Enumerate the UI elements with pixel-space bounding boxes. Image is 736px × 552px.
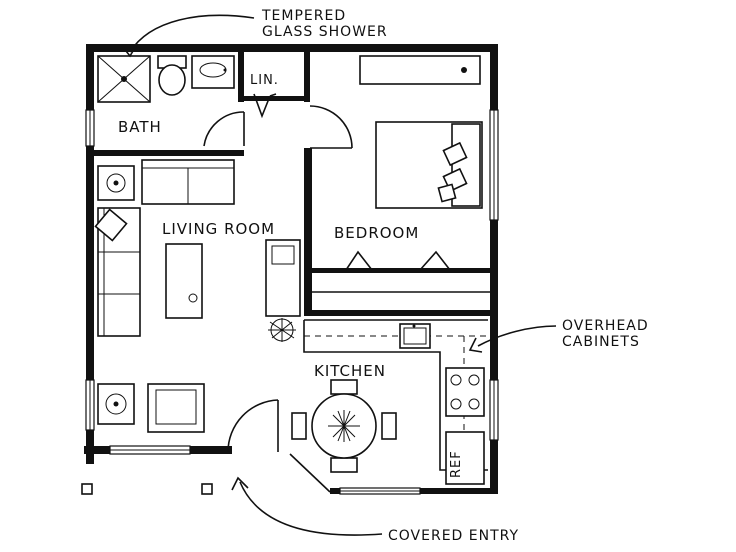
porch-post	[201, 483, 213, 495]
kitchen: REF KITCHEN	[291, 319, 488, 485]
living-room: LIVING ROOM	[94, 159, 301, 433]
annotation-cabinets-line1: OVERHEAD	[562, 318, 649, 334]
toilet-bowl	[158, 64, 186, 96]
annotation-entry-text: COVERED ENTRY	[388, 528, 519, 544]
windows	[85, 109, 499, 495]
bath-sink	[191, 55, 235, 89]
room-label-bedroom: BEDROOM	[334, 224, 419, 242]
room-label-kitchen: KITCHEN	[314, 362, 386, 380]
annotation-shower-line1: TEMPERED	[261, 8, 346, 24]
headboard	[451, 123, 481, 207]
porch-post	[81, 483, 93, 495]
dresser	[359, 55, 481, 85]
annotation-shower-line2: GLASS SHOWER	[262, 24, 388, 40]
room-label-linen: LIN.	[250, 73, 279, 88]
annotation-shower: TEMPERED GLASS SHOWER	[121, 8, 388, 58]
room-label-bath: BATH	[118, 118, 162, 136]
annotation-cabinets-line2: CABINETS	[562, 334, 640, 350]
dining-table	[291, 379, 397, 473]
label-ref: REF	[449, 450, 464, 478]
stove	[445, 367, 485, 417]
annotation-cabinets: OVERHEAD CABINETS	[468, 318, 649, 353]
entry-door	[227, 399, 279, 453]
bath: BATH	[97, 55, 245, 147]
linen-closet: LIN.	[250, 73, 279, 119]
room-label-living-room: LIVING ROOM	[162, 220, 275, 238]
plant-icon	[268, 318, 296, 342]
tv-cabinet	[265, 239, 301, 317]
interior-walls	[94, 52, 490, 316]
refrigerator	[445, 431, 485, 485]
coffee-table	[165, 243, 203, 319]
bedroom: BEDROOM	[334, 55, 483, 271]
annotation-entry: COVERED ENTRY	[231, 476, 519, 544]
